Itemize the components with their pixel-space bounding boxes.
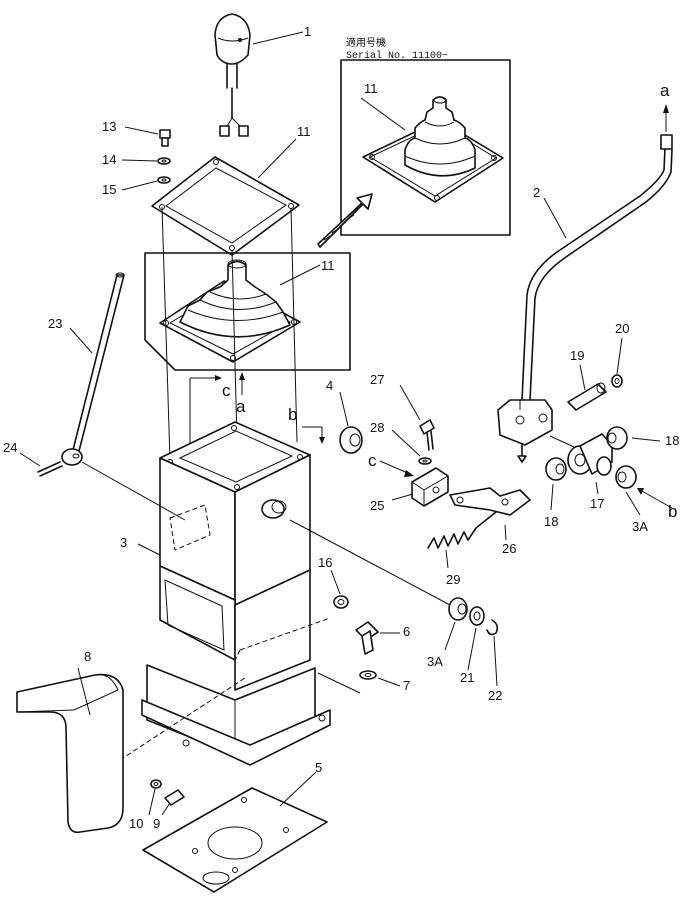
callout-3: 3 bbox=[120, 535, 127, 550]
main-boot: 11 bbox=[144, 206, 351, 479]
callout-16: 16 bbox=[318, 555, 332, 570]
serial-note-line2: Serial No. 11100~ bbox=[346, 50, 448, 62]
callout-8: 8 bbox=[84, 649, 91, 664]
callout-21: 21 bbox=[460, 670, 474, 685]
pin-19-washer-20: 19 20 bbox=[567, 321, 629, 411]
callout-3A-right: 3A bbox=[632, 519, 648, 534]
ref-b-left: b bbox=[288, 405, 297, 424]
callout-10: 10 bbox=[129, 816, 143, 831]
callout-15: 15 bbox=[102, 182, 116, 197]
callout-19: 19 bbox=[570, 348, 584, 363]
callout-26: 26 bbox=[502, 541, 516, 556]
housing: 3 bbox=[119, 421, 331, 766]
callout-28: 28 bbox=[370, 420, 384, 435]
callout-4: 4 bbox=[326, 378, 333, 393]
ref-b-right: b bbox=[668, 502, 677, 521]
callout-20: 20 bbox=[615, 321, 629, 336]
bushing-4: 4 bbox=[326, 378, 363, 454]
shift-lever: a 2 bbox=[497, 81, 673, 463]
yoke-assembly: 17 18 18 3A b bbox=[544, 426, 679, 534]
callout-5: 5 bbox=[315, 760, 322, 775]
bolt-washer-stack: 13 14 15 bbox=[102, 119, 171, 197]
callout-11-main: 11 bbox=[321, 258, 335, 273]
ref-a-top: a bbox=[236, 397, 246, 416]
callout-6: 6 bbox=[403, 624, 410, 639]
cover-plate: 11 bbox=[151, 124, 311, 256]
ref-a-right: a bbox=[660, 81, 670, 100]
linkage-assembly: 27 28 c 25 26 29 bbox=[368, 372, 531, 587]
callout-24: 24 bbox=[3, 440, 17, 455]
callout-9: 9 bbox=[153, 816, 160, 831]
bolt-9-washer-10: 10 9 bbox=[129, 779, 185, 831]
callout-25: 25 bbox=[370, 498, 384, 513]
callout-1: 1 bbox=[304, 24, 311, 39]
callout-18-lower: 18 bbox=[544, 514, 558, 529]
callout-12: 11 bbox=[297, 124, 311, 139]
callout-22: 22 bbox=[488, 688, 502, 703]
grommet-16: 16 bbox=[318, 555, 349, 609]
callout-13: 13 bbox=[102, 119, 116, 134]
lever-rod: 23 24 bbox=[3, 272, 186, 521]
ref-c-top: c bbox=[222, 381, 231, 400]
serial-note-line1: 適用号機 bbox=[346, 36, 386, 50]
callout-7: 7 bbox=[403, 678, 410, 693]
ref-marks-top: c a b bbox=[189, 372, 325, 460]
shift-knob: 1 bbox=[214, 13, 311, 137]
callout-27: 27 bbox=[370, 372, 384, 387]
inset-arrow bbox=[317, 193, 373, 248]
bushing-stack-lower: 3A 21 22 bbox=[289, 519, 502, 703]
callout-11-inset: 11 bbox=[364, 81, 378, 96]
callout-17: 17 bbox=[590, 496, 604, 511]
gasket-plate: 5 bbox=[142, 760, 328, 893]
callout-2: 2 bbox=[533, 185, 540, 200]
bolt-6-washer-7: 6 7 bbox=[317, 621, 410, 694]
serial-inset: 適用号機 Serial No. 11100~ 11 bbox=[340, 36, 511, 236]
callout-29: 29 bbox=[446, 572, 460, 587]
callout-14: 14 bbox=[102, 152, 116, 167]
callout-23: 23 bbox=[48, 316, 62, 331]
ref-c-right: c bbox=[368, 451, 377, 470]
callout-3A-lower: 3A bbox=[427, 654, 443, 669]
callout-18-right: 18 bbox=[665, 433, 679, 448]
side-cover: 8 bbox=[16, 649, 124, 834]
